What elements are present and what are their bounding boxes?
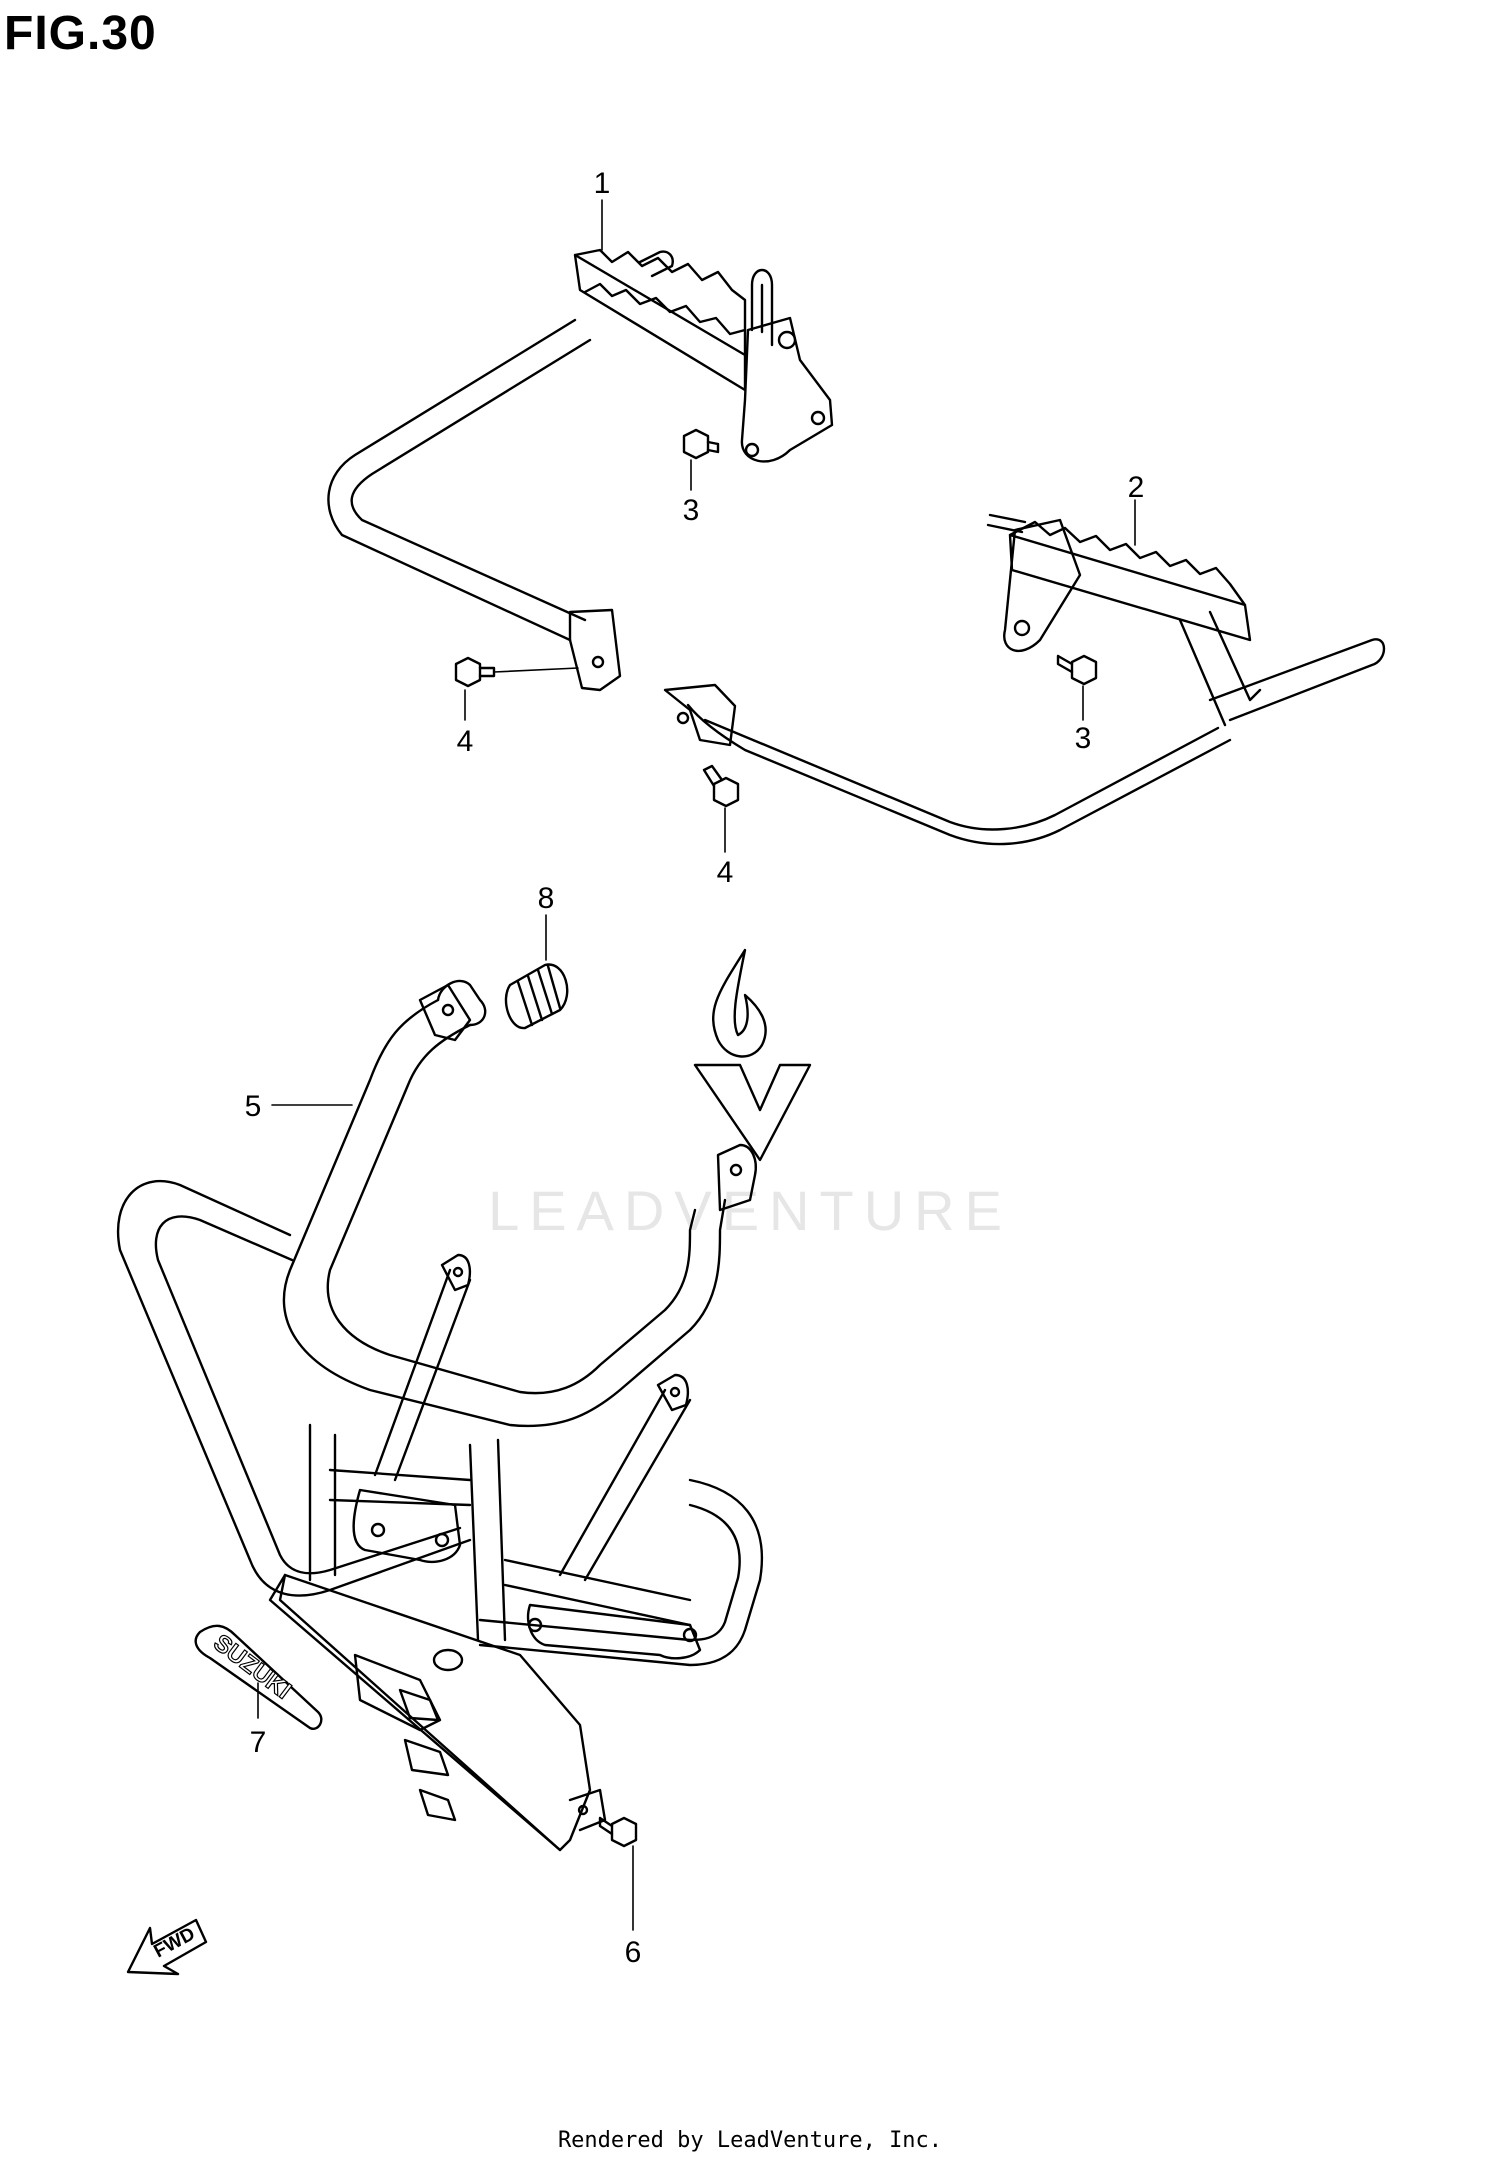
guard-center-collar [432,1648,464,1672]
direction-arrow-label: FWD [150,1924,198,1963]
guard-top-mount [418,983,472,1042]
cap-body [504,963,569,1030]
footrest-left-mount-hole [591,655,605,669]
guard-skid-plate-slot [353,1653,442,1732]
footrest-left-bracket [740,316,834,463]
guard-diagonal-2 [503,1558,692,1627]
bolt-3b [1056,654,1098,686]
guard-skid-plate-badge-1 [398,1688,440,1722]
leader-4a-tie [493,667,579,673]
callout-2: 2 [1128,471,1145,504]
guard-bracket-left-hole-2 [434,1532,450,1548]
watermark-text: LEADVENTURE [488,1179,1012,1242]
callout-4a: 4 [457,725,474,758]
guard-cross-bar-1 [308,1423,337,1582]
footer-credit: Rendered by LeadVenture, Inc. [557,2128,943,2153]
footrest-right-bracket-hole [1013,619,1031,637]
watermark-flame-icon [712,948,767,1058]
figure-title: FIG.30 [4,7,157,60]
footrest-right-tube [686,703,1232,846]
footrest-left-hanger-loop [750,268,774,347]
part-footrest-left [327,248,834,692]
bolt-3a [682,428,720,460]
guard-top-mount-hole [441,1003,455,1017]
callout-4b: 4 [717,856,734,889]
footrest-left-tube [327,318,592,642]
bolt-4b [702,764,740,808]
watermark-chevron-icon [693,1063,812,1162]
guard-cross-bar-2 [468,1438,507,1642]
watermark: LEADVENTURE [488,948,1012,1242]
footrest-left-mount-plate [568,608,622,692]
callout-7: 7 [250,1726,267,1759]
guard-bracket-right-hole-1 [527,1617,543,1633]
guard-upper-strut-2 [558,1388,692,1582]
guard-bracket-left [352,1488,462,1564]
footrest-right-bracket [1003,518,1082,652]
emblem-outline [194,1624,323,1730]
footrest-right-pin [986,513,1027,534]
footrest-left-bracket-hole-2 [810,410,826,426]
guard-rear-loop [478,1478,764,1667]
footrest-left-pin [638,250,674,278]
bolt-6 [598,1816,638,1848]
cap-ribs [516,964,562,1027]
part-footrest-right [663,513,1386,846]
callout-1: 1 [594,167,611,200]
bolt-4a [454,656,496,688]
guard-strut-tab-1 [440,1253,472,1292]
callout-5: 5 [245,1090,262,1123]
guard-strut-tab-2 [656,1373,689,1412]
direction-indicator: FWD [126,1918,208,1976]
guard-upper-strut-1 [373,1268,472,1482]
footrest-right-strut [1178,610,1262,727]
guard-right-mount [716,1143,757,1212]
guard-skid-plate-badge-3 [418,1788,457,1822]
guard-skid-plate-edge [278,1573,562,1852]
guard-main-loop-outer [282,998,727,1428]
footrest-left-step-teeth [583,282,747,336]
guard-bracket-left-hole-1 [370,1522,386,1538]
callout-6: 6 [625,1936,642,1969]
callouts: 1 2 3 3 4 4 5 6 7 8 [245,167,1145,1969]
guard-diagonal-1 [328,1468,472,1507]
bolts [454,428,1098,1848]
guard-outer-hoop [116,1179,472,1597]
callout-8: 8 [538,882,555,915]
footrest-right-mount-hole [676,711,690,725]
footrest-left-bracket-hole-3 [744,442,760,458]
guard-strut-tab-2-hole [669,1386,681,1398]
callout-3b: 3 [1075,722,1092,755]
guard-skid-plate [268,1573,592,1852]
direction-arrow-icon [126,1918,208,1976]
guard-skid-plate-hole [577,1804,589,1816]
part-front-guard [116,979,764,1852]
guard-skid-plate-badge-2 [403,1738,450,1777]
guard-skid-plate-side [568,1788,607,1832]
footrest-left-bracket-hole-1 [777,330,797,350]
guard-bracket-right-hole-2 [682,1627,698,1643]
guard-strut-tab-1-hole [452,1266,464,1278]
part-cap [504,963,569,1030]
guard-right-mount-hole [729,1163,743,1177]
footrest-right-mount-plate [663,683,737,747]
guard-main-loop-inner [326,1023,697,1395]
footrest-right-rear-tube [1208,638,1386,722]
leader-lines [257,199,1136,1931]
callout-3a: 3 [683,494,700,527]
